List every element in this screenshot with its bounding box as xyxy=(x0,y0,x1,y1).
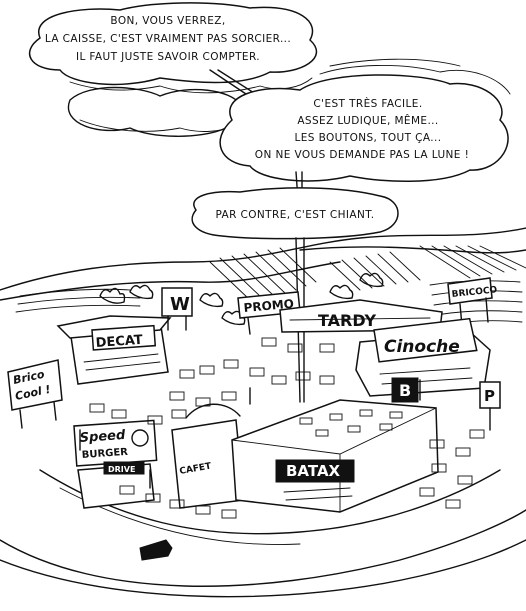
parked-cars xyxy=(89,337,485,519)
decat-sign: DECAT xyxy=(95,333,143,351)
parking-label: P xyxy=(484,387,495,405)
w-sign: W xyxy=(161,287,193,331)
tardy-sign: TARDY xyxy=(318,311,376,330)
w-logo: W xyxy=(170,294,190,315)
cinoche-sign: Cinoche xyxy=(384,337,460,357)
bubble-2-line-1: C'EST TRÈS FACILE. xyxy=(313,97,422,110)
bubble-1-line-2: LA CAISSE, C'EST VRAIMENT PAS SORCIER... xyxy=(45,33,291,45)
bricoco-label: BRICOCO xyxy=(451,285,498,300)
brico-cool-sign: Brico Cool ! xyxy=(7,359,63,429)
bubble-2-line-4: ON NE VOUS DEMANDE PAS LA LUNE ! xyxy=(255,149,469,161)
bubble-1-line-3: IL FAUT JUSTE SAVOIR COMPTER. xyxy=(76,51,260,63)
bubble-2-line-3: LES BOUTONS, TOUT ÇA... xyxy=(295,132,442,144)
tardy-store: TARDY xyxy=(279,299,443,333)
speech-bubble-1: BON, VOUS VERREZ, LA CAISSE, C'EST VRAIM… xyxy=(28,2,318,94)
bubble-1-line-1: BON, VOUS VERREZ, xyxy=(110,15,225,27)
b-logo: B xyxy=(399,381,411,400)
bubble-3-line-1: PAR CONTRE, C'EST CHIANT. xyxy=(215,209,374,221)
lamp-posts xyxy=(79,379,421,489)
b-sign: B xyxy=(391,377,419,403)
speed-label: Speed xyxy=(79,428,126,446)
cinoche-building: Cinoche xyxy=(355,317,491,397)
decat-store: DECAT xyxy=(56,315,172,385)
speed-burger: Speed BURGER DRIVE xyxy=(73,419,158,509)
bricoco-sign: BRICOCO xyxy=(447,277,498,327)
parking-sign: P xyxy=(479,381,501,431)
drive-label: DRIVE xyxy=(108,465,135,474)
batax-store: BATAX xyxy=(231,399,439,513)
speech-bubble-3: PAR CONTRE, C'EST CHIANT. xyxy=(191,187,399,240)
bubble-2-line-2: ASSEZ LUDIQUE, MÊME... xyxy=(297,114,438,127)
cloud-left xyxy=(67,86,252,137)
batax-sign: BATAX xyxy=(286,462,341,480)
burger-label: BURGER xyxy=(81,447,128,461)
car-on-road xyxy=(139,539,173,561)
speech-bubble-2: C'EST TRÈS FACILE. ASSEZ LUDIQUE, MÊME..… xyxy=(219,58,511,182)
